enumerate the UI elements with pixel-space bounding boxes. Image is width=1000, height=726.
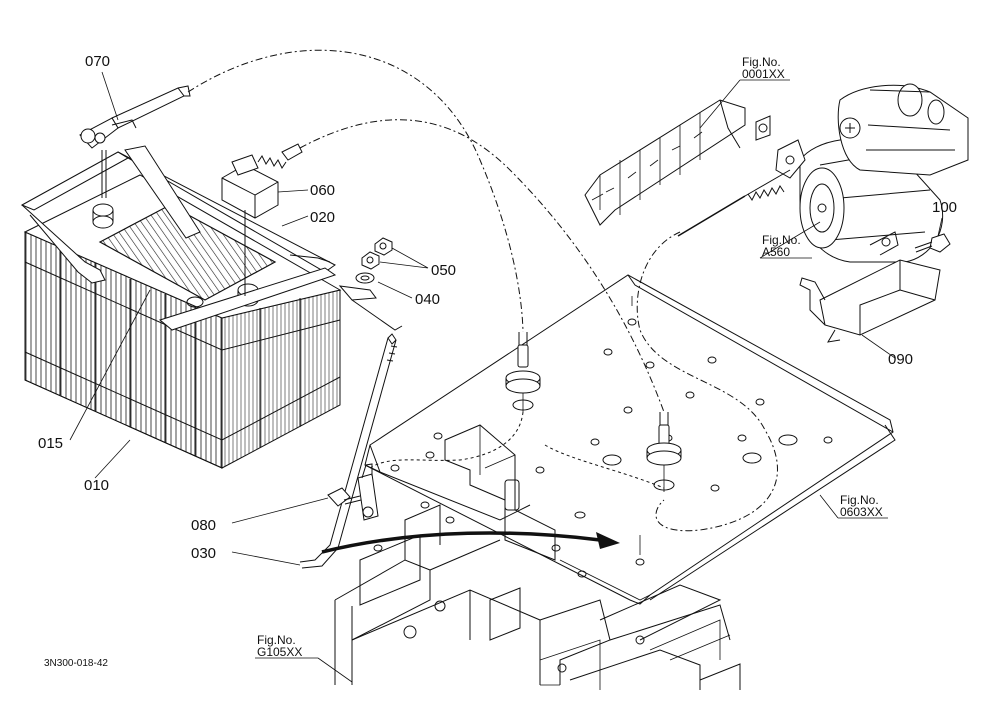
figure-references: Fig.No. 0001XX Fig.No. A560 Fig.No. 0603…: [257, 55, 883, 659]
bolt-100: [914, 233, 951, 253]
fig-ref-starter-title: Fig.No.: [742, 55, 781, 69]
battery-cable-060: [221, 143, 303, 296]
label-050: 050: [431, 262, 456, 279]
document-code: 3N300-018-42: [44, 658, 108, 669]
label-100: 100: [932, 199, 957, 216]
battery-010: [23, 174, 342, 469]
cable-routes: [187, 49, 778, 532]
fig-ref-plate-title: Fig.No.: [840, 493, 879, 507]
label-080: 080: [191, 517, 216, 534]
starter-motor: [584, 83, 969, 263]
bracket-090: [799, 231, 941, 343]
label-040: 040: [415, 291, 440, 308]
battery-cable-070: [79, 85, 191, 198]
routing-arrow: [321, 531, 641, 555]
frame-assembly: [334, 504, 741, 690]
label-030: 030: [191, 545, 216, 562]
label-090: 090: [888, 351, 913, 368]
terminal-stud-left: [505, 332, 541, 412]
label-020: 020: [310, 209, 335, 226]
part-labels: 070 060 020 050 040 015 010 080 030 100 …: [38, 53, 957, 562]
nuts-050: [361, 237, 393, 270]
hold-down-020: [20, 145, 337, 331]
label-070: 070: [85, 53, 110, 70]
fig-ref-frame-title: Fig.No.: [257, 633, 296, 647]
mounting-plate: [364, 274, 896, 605]
washer-040: [338, 272, 403, 331]
label-060: 060: [310, 182, 335, 199]
fig-ref-starter-code: 0001XX: [742, 67, 785, 81]
fig-ref-frame-code: G105XX: [257, 645, 302, 659]
fig-ref-motor-title: Fig.No.: [762, 233, 801, 247]
fig-ref-motor-code: A560: [762, 245, 790, 259]
leader-lines: [69, 71, 943, 683]
fig-ref-plate-code: 0603XX: [840, 505, 883, 519]
label-015: 015: [38, 435, 63, 452]
label-010: 010: [84, 477, 109, 494]
terminal-stud-right: [646, 412, 682, 492]
bolt-080: [327, 463, 379, 521]
plate-holes: [373, 318, 833, 578]
